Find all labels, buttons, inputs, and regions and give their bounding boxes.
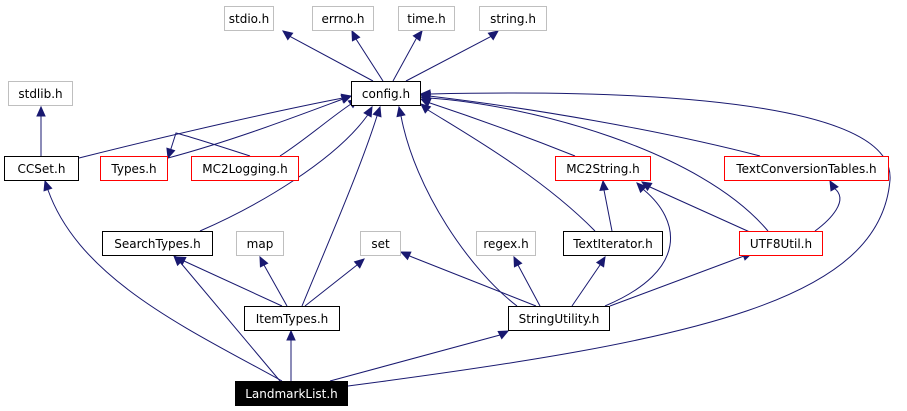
node-searchtypes-h[interactable]: SearchTypes.h [102, 231, 213, 256]
edge-types-to-config [167, 94, 353, 159]
edge-utf8util-to-textconv [814, 179, 841, 232]
node-stdio-h: stdio.h [224, 6, 274, 31]
dependency-edges [36, 29, 891, 387]
edge-arrowhead [595, 255, 606, 268]
node-time-h: time.h [398, 6, 455, 31]
node-mc2string-h[interactable]: MC2String.h [555, 156, 651, 181]
edge-line [199, 106, 373, 232]
edge-landmarklist-to-stringutility [329, 330, 510, 382]
node-types-h[interactable]: Types.h [100, 156, 168, 181]
edge-searchtypes-to-config [199, 105, 373, 232]
edge-arrowhead [419, 89, 431, 99]
edge-arrowhead [286, 329, 296, 341]
edge-line [78, 95, 352, 159]
edge-textiterator-to-mc2string [599, 179, 613, 232]
edge-arrowhead [282, 30, 294, 41]
edge-line [420, 103, 596, 232]
edge-arrowhead [420, 103, 432, 114]
edge-line [814, 180, 841, 232]
node-string-h: string.h [479, 6, 547, 31]
edge-line [301, 106, 381, 307]
edge-arrowhead [636, 182, 648, 194]
edge-ccset-to-stdlib [36, 105, 46, 156]
node-errno-h: errno.h [312, 6, 374, 31]
edge-utf8util-to-mc2string [640, 181, 753, 234]
edge-stringutility-to-regex [513, 255, 541, 307]
edge-itemtypes-to-set [304, 258, 365, 307]
node-landmarklist-h: LandmarkList.h [235, 381, 348, 406]
edge-arrowhead [513, 255, 523, 268]
node-ccset-h[interactable]: CCSet.h [4, 156, 79, 181]
node-utf8util-h[interactable]: UTF8Util.h [739, 231, 823, 256]
edge-arrowhead [351, 29, 361, 42]
node-stringutility-h[interactable]: StringUtility.h [508, 306, 610, 331]
node-config-h[interactable]: config.h [351, 81, 421, 106]
node-textiterator-h[interactable]: TextIterator.h [563, 231, 663, 256]
edge-landmarklist-to-ccset [43, 179, 283, 382]
edge-stringutility-to-set [399, 251, 537, 307]
edge-arrowhead [173, 255, 185, 267]
edge-landmarklist-to-searchtypes [173, 255, 281, 382]
edge-line [420, 94, 761, 157]
node-textconversiontables-h[interactable]: TextConversionTables.h [724, 156, 889, 181]
edge-line [641, 181, 753, 234]
edge-arrowhead [259, 255, 269, 268]
edge-line [347, 92, 891, 387]
edge-arrowhead [829, 179, 839, 192]
edge-line [420, 98, 576, 157]
edge-line [304, 258, 365, 307]
edge-stringutility-to-utf8util [609, 251, 754, 307]
node-map: map [236, 231, 284, 256]
node-itemtypes-h[interactable]: ItemTypes.h [244, 306, 340, 331]
edge-config-to-stdio [282, 30, 374, 82]
edge-arrowhead [340, 94, 353, 104]
edge-line [279, 98, 359, 157]
edge-config-to-errno [351, 29, 384, 82]
node-regex-h: regex.h [476, 231, 536, 256]
edge-mc2logging-to-types [166, 132, 251, 160]
node-set: set [360, 231, 401, 256]
edge-line [44, 180, 283, 382]
edge-arrowhead [43, 179, 53, 192]
edge-arrowhead [412, 30, 423, 42]
edge-arrowhead [353, 258, 365, 269]
edge-arrowhead [396, 105, 406, 118]
edge-config-to-string [405, 30, 499, 82]
edge-arrowhead [497, 330, 510, 340]
node-stdlib-h: stdlib.h [8, 81, 73, 106]
edge-arrowhead [372, 105, 382, 118]
edge-line [329, 330, 509, 382]
edge-arrowhead [36, 105, 46, 117]
node-mc2logging-h[interactable]: MC2Logging.h [191, 156, 299, 181]
edge-arrowhead [487, 30, 499, 41]
edge-landmarklist-to-config [347, 89, 891, 387]
edge-ccset-to-config [78, 93, 353, 159]
edge-line [398, 106, 518, 307]
edge-itemtypes-to-map [259, 255, 288, 307]
edge-mc2string-to-config [419, 98, 576, 157]
edge-arrowhead [166, 147, 176, 160]
edge-arrowhead [599, 179, 609, 191]
edge-itemtypes-to-config [301, 105, 382, 307]
edge-line [609, 252, 753, 307]
edge-line [167, 132, 251, 159]
edge-config-to-time [392, 30, 423, 82]
edge-line [167, 95, 352, 159]
edge-line [604, 182, 672, 307]
edge-textiterator-to-config [420, 103, 596, 232]
edge-line [420, 96, 769, 232]
edge-stringutility-to-config [396, 105, 518, 307]
edge-arrowhead [399, 251, 412, 261]
edge-stringutility-to-textiterator [571, 255, 606, 307]
edge-landmarklist-to-itemtypes [286, 329, 296, 381]
edge-line [282, 30, 374, 82]
edge-stringutility-to-mc2string [604, 182, 672, 307]
edge-arrowhead [363, 105, 373, 118]
